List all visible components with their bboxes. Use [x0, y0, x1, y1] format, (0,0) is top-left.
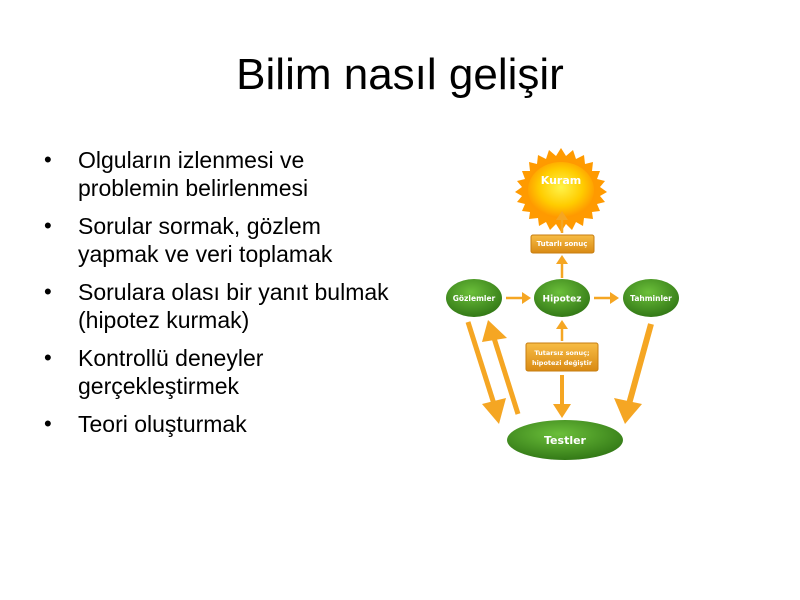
inconsistent-result-box: Tutarsız sonuç; hipotezi değiştir — [525, 342, 599, 372]
arrow-tahminler-to-testler — [614, 323, 654, 424]
tahminler-node: Tahminler — [623, 279, 679, 317]
bullet-item: Sorular sormak, gözlem yapmak ve veri to… — [42, 212, 402, 268]
bullet-item: Kontrollü deneyler gerçekleştirmek — [42, 344, 402, 400]
bullet-item: Teori oluşturmak — [42, 410, 402, 438]
arrow-testler-to-gozlemler — [482, 320, 521, 415]
inconsistent-result-line2: hipotezi değiştir — [532, 359, 593, 367]
consistent-result-label: Tutarlı sonuç — [537, 240, 588, 248]
consistent-result-box: Tutarlı sonuç — [530, 234, 595, 254]
hipotez-label: Hipotez — [543, 295, 582, 305]
bullet-list: Olguların izlenmesi ve problemin belirle… — [42, 146, 402, 448]
gozlemler-label: Gözlemler — [453, 294, 496, 303]
slide-title: Bilim nasıl gelişir — [236, 50, 564, 99]
kuram-sun-node: Kuram — [515, 148, 607, 232]
arrow-to-consistent — [556, 255, 568, 278]
testler-node: Testler — [507, 420, 623, 460]
tahminler-label: Tahminler — [630, 294, 672, 303]
testler-label: Testler — [544, 434, 587, 447]
sun-core — [528, 162, 594, 218]
scientific-method-diagram: Kuram Tutarlı sonuç Gözlemler Hipotez — [436, 142, 696, 468]
kuram-label: Kuram — [541, 174, 581, 187]
inconsistent-result-line1: Tutarsız sonuç; — [534, 349, 589, 357]
arrow-gozlemler-to-hipotez — [506, 292, 531, 304]
bullet-item: Olguların izlenmesi ve problemin belirle… — [42, 146, 402, 202]
bullet-item: Sorulara olası bir yanıt bulmak (hipotez… — [42, 278, 402, 334]
gozlemler-node: Gözlemler — [446, 279, 502, 317]
arrow-hipotez-to-tahminler — [594, 292, 619, 304]
arrow-to-kuram — [556, 211, 568, 233]
arrow-inconsistent-to-hipotez — [556, 320, 568, 341]
diagram-canvas: Kuram Tutarlı sonuç Gözlemler Hipotez — [446, 148, 679, 460]
arrow-inconsistent-to-testler — [553, 375, 571, 418]
hipotez-node: Hipotez — [534, 279, 590, 317]
arrow-gozlemler-to-testler — [465, 321, 506, 424]
